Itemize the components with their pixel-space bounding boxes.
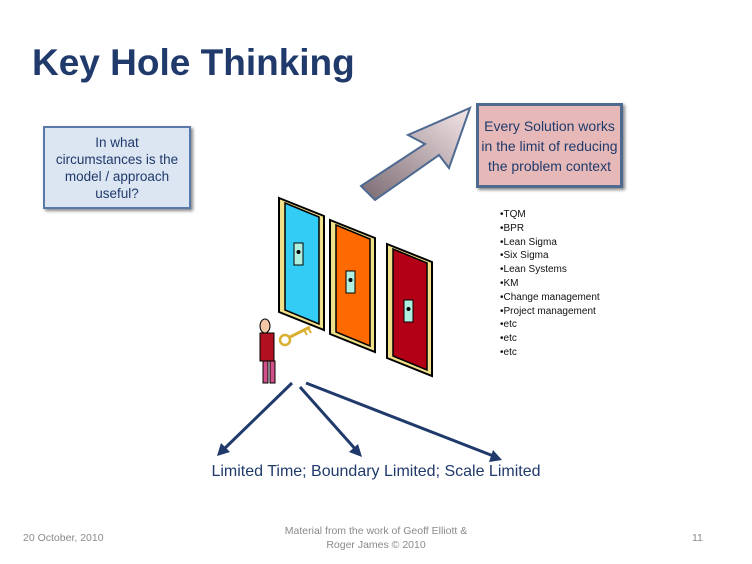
list-item: Lean Sigma bbox=[500, 236, 600, 250]
orange-door-icon bbox=[329, 218, 376, 354]
footer-date: 20 October, 2010 bbox=[23, 532, 104, 544]
list-item: etc bbox=[500, 332, 600, 346]
credit-line-2: Roger James © 2010 bbox=[326, 539, 426, 551]
list-item: Project management bbox=[500, 305, 600, 319]
list-item: etc bbox=[500, 346, 600, 360]
approaches-list: TQM BPR Lean Sigma Six Sigma Lean System… bbox=[500, 208, 600, 360]
question-box: In what circumstances is the model / app… bbox=[43, 126, 191, 209]
list-item: Change management bbox=[500, 291, 600, 305]
page-number: 11 bbox=[692, 532, 703, 544]
limits-caption: Limited Time; Boundary Limited; Scale Li… bbox=[211, 463, 541, 480]
solution-box: Every Solution works in the limit of red… bbox=[476, 103, 623, 188]
list-item: KM bbox=[500, 277, 600, 291]
person-with-key-icon bbox=[259, 318, 312, 384]
big-arrow-icon bbox=[359, 106, 472, 202]
slide-title: Key Hole Thinking bbox=[32, 42, 355, 83]
limit-arrows bbox=[217, 381, 502, 462]
list-item: TQM bbox=[500, 208, 600, 222]
list-item: BPR bbox=[500, 222, 600, 236]
credit-line-1: Material from the work of Geoff Elliott … bbox=[284, 525, 468, 537]
list-item: etc bbox=[500, 318, 600, 332]
red-door-icon bbox=[386, 242, 433, 378]
list-item: Lean Systems bbox=[500, 263, 600, 277]
list-item: Six Sigma bbox=[500, 249, 600, 263]
footer-credit: Material from the work of Geoff Elliott … bbox=[250, 524, 502, 552]
blue-door-icon bbox=[278, 196, 325, 332]
